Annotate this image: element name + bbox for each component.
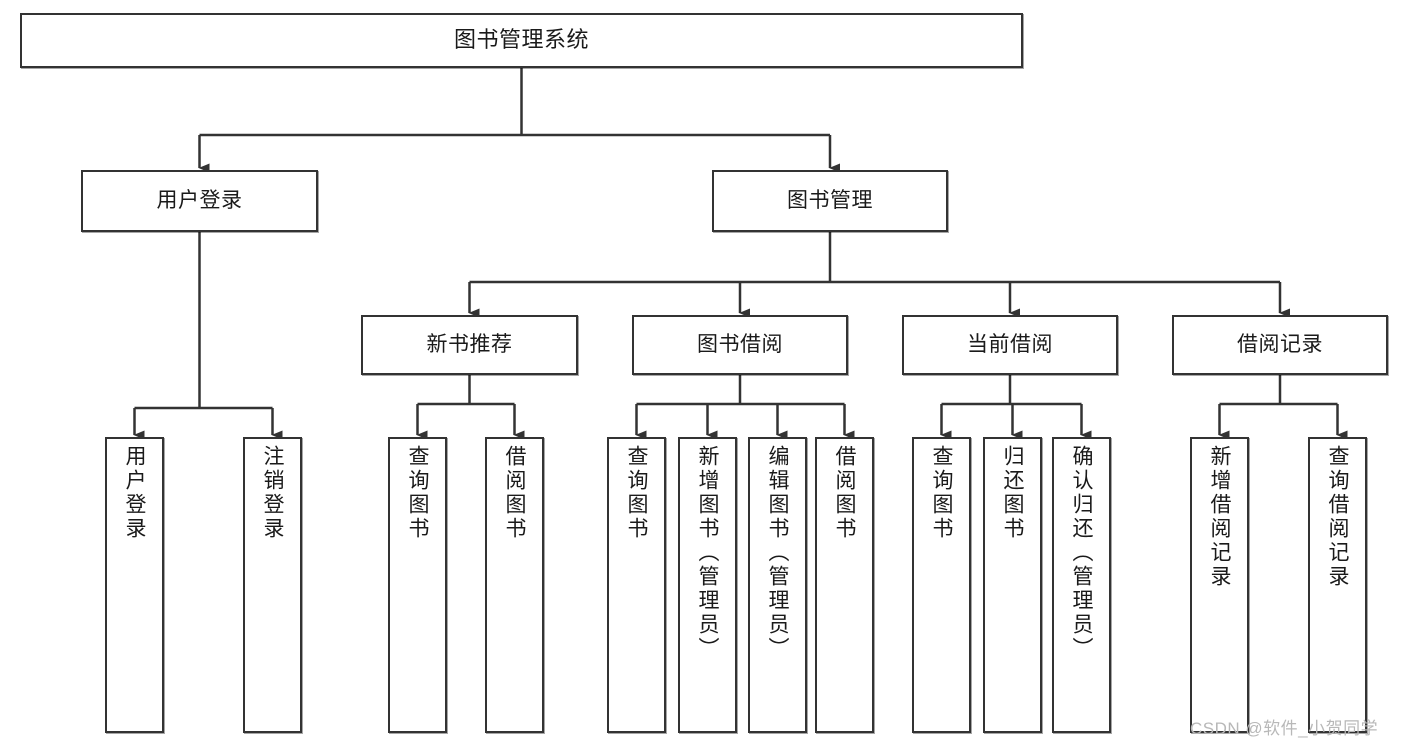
node-label: 新书推荐 <box>426 333 513 357</box>
node-label: 确认归还（管理员） <box>1070 445 1093 661</box>
node-leaf-logout[interactable]: 注销登录 <box>243 437 302 733</box>
node-root[interactable]: 图书管理系统 <box>20 13 1023 68</box>
csdn-watermark: CSDN @软件_小贺同学 <box>1190 719 1379 738</box>
node-label: 借阅记录 <box>1237 333 1323 357</box>
node-borrow-record[interactable]: 借阅记录 <box>1172 315 1388 375</box>
node-label: 查询图书 <box>930 445 953 541</box>
node-label: 编辑图书（管理员） <box>766 445 789 661</box>
node-current-borrow[interactable]: 当前借阅 <box>902 315 1118 375</box>
node-label: 当前借阅 <box>967 333 1053 357</box>
node-leaf-confirm[interactable]: 确认归还（管理员） <box>1052 437 1111 733</box>
node-leaf-query-1[interactable]: 查询图书 <box>388 437 447 733</box>
node-leaf-user-login[interactable]: 用户登录 <box>105 437 164 733</box>
node-user-login[interactable]: 用户登录 <box>81 170 318 232</box>
node-leaf-query-3[interactable]: 查询图书 <box>912 437 971 733</box>
node-label: 新增借阅记录 <box>1208 445 1231 589</box>
node-leaf-add-rec[interactable]: 新增借阅记录 <box>1190 437 1249 733</box>
node-leaf-borrow-1[interactable]: 借阅图书 <box>485 437 544 733</box>
node-label: 归还图书 <box>1001 445 1024 541</box>
node-leaf-query-2[interactable]: 查询图书 <box>607 437 666 733</box>
node-label: 用户登录 <box>123 445 146 541</box>
node-label: 查询图书 <box>406 445 429 541</box>
node-label: 借阅图书 <box>503 445 526 541</box>
node-book-manage[interactable]: 图书管理 <box>712 170 948 232</box>
node-label: 用户登录 <box>156 189 243 213</box>
node-new-book-rec[interactable]: 新书推荐 <box>361 315 578 375</box>
node-leaf-query-rec[interactable]: 查询借阅记录 <box>1308 437 1367 733</box>
node-leaf-borrow-2[interactable]: 借阅图书 <box>815 437 874 733</box>
node-label: 借阅图书 <box>833 445 856 541</box>
node-label: 查询借阅记录 <box>1326 445 1349 589</box>
node-label: 注销登录 <box>261 445 284 541</box>
node-leaf-add-book[interactable]: 新增图书（管理员） <box>678 437 737 733</box>
node-leaf-edit-book[interactable]: 编辑图书（管理员） <box>748 437 807 733</box>
node-leaf-return[interactable]: 归还图书 <box>983 437 1042 733</box>
node-label: 图书借阅 <box>697 333 783 357</box>
node-label: 图书管理 <box>787 189 873 213</box>
node-label: 新增图书（管理员） <box>696 445 719 661</box>
node-label: 图书管理系统 <box>453 27 589 53</box>
node-book-borrow[interactable]: 图书借阅 <box>632 315 848 375</box>
node-label: 查询图书 <box>625 445 648 541</box>
